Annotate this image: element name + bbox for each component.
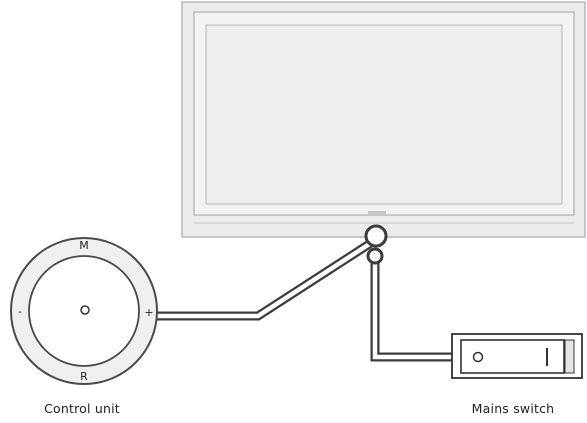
lower-plug [366,247,384,265]
control-cable [157,237,377,321]
tv-connector [364,224,388,265]
mark-plus: + [144,306,153,319]
center-button-icon [80,305,90,315]
television [181,1,586,238]
mains-switch-label: Mains switch [472,401,555,416]
mains-switch [451,333,583,379]
tv-screen [205,24,563,205]
mark-m: M [79,239,89,252]
mark-r: R [80,370,88,383]
control-unit-label: Control unit [44,401,120,416]
tv-logo [368,211,386,214]
upper-plug [364,224,388,248]
control-unit: M R - + [10,237,158,385]
mains-cable [370,258,452,362]
switch-off-symbol [472,351,484,363]
switch-side-shade [564,339,575,374]
mark-minus: - [18,305,22,318]
